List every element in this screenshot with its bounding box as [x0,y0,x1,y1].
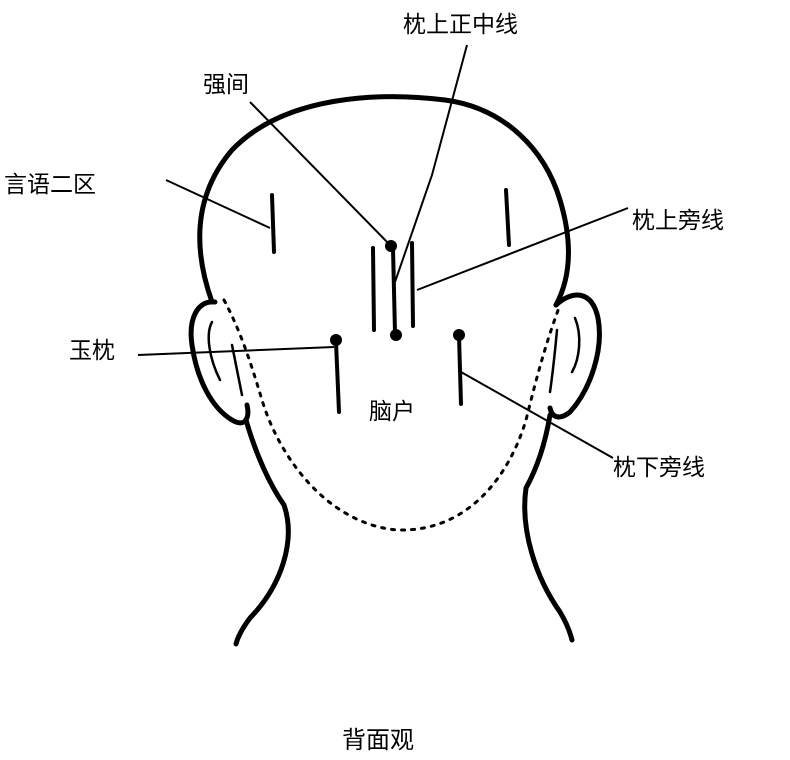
leader-upper-lateral [416,207,629,291]
caption-back-view: 背面观 [342,726,414,754]
right-ear [547,292,602,420]
yuzhen-mark [334,340,341,414]
occipital-lower-lateral-mark [457,334,463,406]
left-ear-inner [207,320,222,382]
speech-area-right-mark [504,188,511,247]
yuzhen-point [330,334,342,346]
speech-area-left-mark [270,193,276,254]
leader-speech-area [165,179,271,229]
neck-right [522,412,575,643]
label-speech-area-2: 言语二区 [4,172,96,198]
label-occipital-lower-lateral: 枕下旁线 [613,455,705,481]
hairline-dotted [222,298,562,532]
leader-midline [394,44,468,283]
right-ear-inner [570,316,581,374]
occipital-lower-point [453,329,465,341]
label-qiangjian: 强间 [203,72,249,98]
label-occipital-upper-midline: 枕上正中线 [403,12,518,38]
leader-yuzhen [137,346,335,356]
occipital-upper-lateral-left-mark [371,246,376,332]
left-ear [188,299,251,426]
neck-left [233,417,291,647]
leader-lower-lateral [460,371,614,459]
leader-qiangjian [249,101,390,245]
left-ear-inner-2 [230,343,244,397]
skull-outline [197,94,572,308]
naohu-point [390,329,402,341]
occipital-upper-midline-mark [391,246,397,335]
occipital-upper-lateral-right-mark [410,241,415,328]
right-ear-inner-2 [548,328,559,394]
label-yuzhen: 玉枕 [69,338,115,364]
label-naohu: 脑户 [369,399,415,425]
label-occipital-upper-lateral: 枕上旁线 [632,208,724,234]
